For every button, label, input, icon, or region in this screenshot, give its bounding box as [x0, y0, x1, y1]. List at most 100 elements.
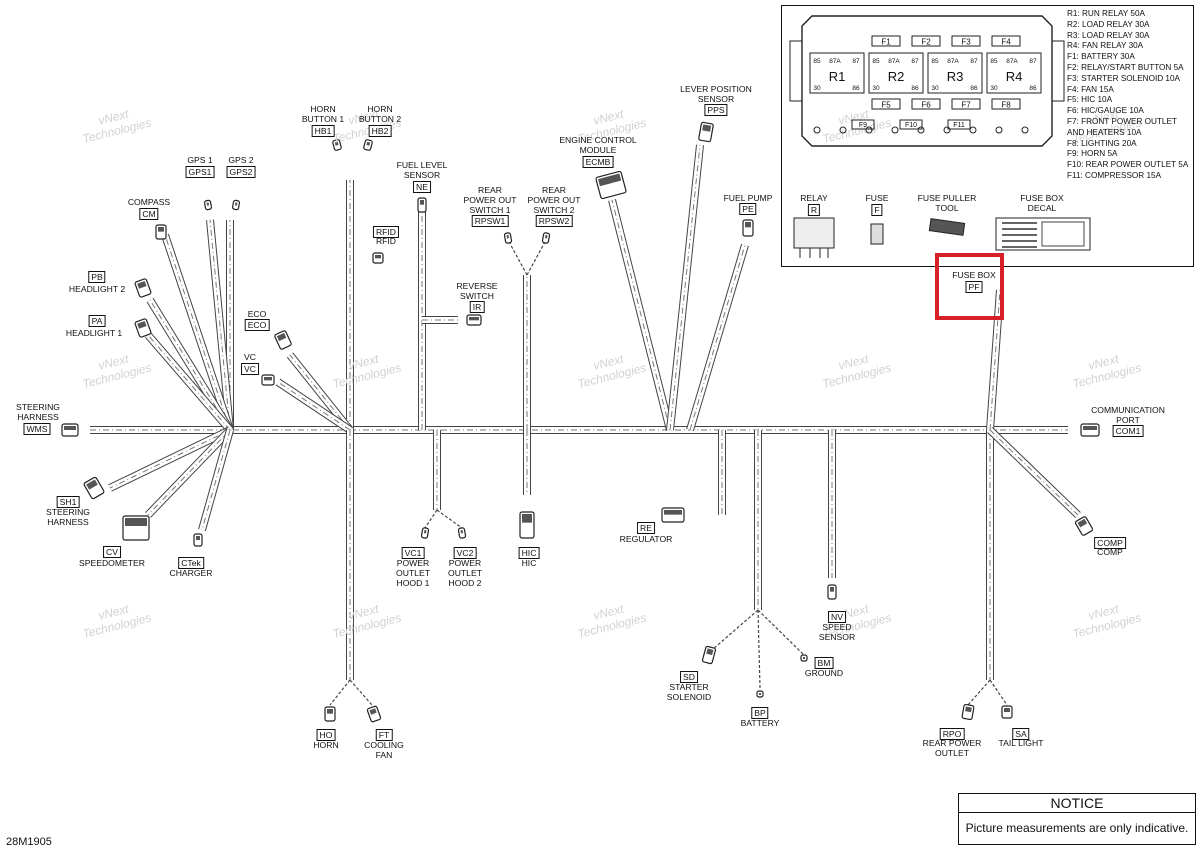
power-outlet-hood-2-code: VC2: [453, 547, 477, 559]
part-1-label: FUSE: [865, 193, 889, 203]
power-outlet-hood-2-label: POWER OUTLET HOOD 2: [448, 558, 482, 588]
fuse-slot-f9: F9: [859, 122, 867, 129]
fuse-box-decal-icon: [995, 217, 1091, 251]
regulator-connector: [661, 507, 685, 523]
fuel-pump-label: FUEL PUMP: [723, 193, 773, 203]
relay-pin-87a: 87A: [1006, 58, 1018, 65]
highlight-box-fuse-box: [935, 253, 1004, 320]
relay-r2: R2: [888, 69, 905, 84]
legend-entry: F2: RELAY/START BUTTON 5A: [1067, 63, 1184, 72]
tail-light-code: SA: [1012, 728, 1030, 740]
reverse-switch-label: REVERSE SWITCH: [456, 281, 498, 301]
harness-centerline: [201, 429, 231, 531]
starter-solenoid-connector: [701, 645, 717, 665]
fuel-level-sensor-connector: [417, 197, 427, 213]
fuel-level-sensor-code: NE: [413, 181, 431, 193]
horn-button-2-label: HORN BUTTON 2: [358, 104, 402, 124]
fuse-box-code: PF: [965, 281, 983, 293]
comp-connector: [1074, 516, 1094, 536]
cooling-fan-label: COOLING FAN: [364, 740, 404, 760]
charger-connector: [193, 533, 203, 547]
harness-centerline: [277, 381, 351, 431]
lever-position-sensor-connector: [698, 121, 714, 143]
gps-1-code: GPS1: [185, 166, 215, 178]
relay-pin-87: 87: [852, 58, 860, 65]
horn-button-1-connector: [332, 139, 342, 151]
regulator-code: RE: [637, 522, 655, 534]
speed-sensor-connector: [827, 584, 837, 600]
compass-label: COMPASS: [127, 197, 171, 207]
starter-solenoid-code: SD: [680, 671, 698, 683]
legend-entry: F4: FAN 15A: [1067, 84, 1114, 94]
comp-label: COMP: [1097, 547, 1123, 557]
fuse-slot-f5: F5: [881, 101, 891, 110]
legend-entry: R3: LOAD RELAY 30A: [1067, 30, 1150, 40]
power-outlet-hood-1-connector: [420, 527, 430, 539]
drawing-number: 28M1905: [6, 836, 52, 848]
relay-pin-87: 87: [970, 58, 978, 65]
harness-centerline: [109, 429, 231, 489]
fuel-pump-code: PE: [739, 203, 757, 215]
relay-r1: R1: [829, 69, 846, 84]
comp-code: COMP: [1094, 537, 1126, 549]
speedometer-connector: [122, 515, 150, 541]
gps-1-label: GPS 1: [187, 155, 213, 165]
fuse-slot-f11: F11: [953, 122, 965, 129]
gps-2-label: GPS 2: [228, 155, 254, 165]
rfid-connector: [372, 252, 384, 264]
harness-centerline: [164, 234, 231, 431]
headlight-2-code: PB: [88, 271, 106, 283]
relay-r4: R4: [1006, 69, 1023, 84]
reverse-switch-code: IR: [469, 301, 485, 313]
speedometer-label: SPEEDOMETER: [79, 558, 145, 568]
legend-entry: F3: STARTER SOLENOID 10A: [1067, 73, 1180, 83]
fuse-slot-f7: F7: [961, 101, 971, 110]
notice-title: NOTICE: [959, 794, 1195, 813]
rear-power-out-switch-1-connector: [503, 232, 513, 244]
part-0-code: R: [807, 204, 821, 216]
relay-pin-86: 86: [852, 85, 860, 92]
rear-power-out-switch-2-connector: [541, 232, 551, 244]
hic-label: HIC: [521, 558, 537, 568]
charger-label: CHARGER: [169, 568, 213, 578]
relay-pin-85: 85: [872, 58, 880, 65]
vc-code: VC: [241, 363, 259, 375]
part-3-label: FUSE BOX DECAL: [1020, 193, 1064, 213]
horn-button-2-connector: [363, 139, 373, 151]
legend-entry: R2: LOAD RELAY 30A: [1067, 19, 1150, 29]
relay-pin-30: 30: [931, 85, 939, 92]
fuse-slot-f8: F8: [1001, 101, 1011, 110]
engine-control-module-label: ENGINE CONTROL MODULE: [559, 135, 637, 155]
fuse-slot-f2: F2: [921, 38, 931, 47]
eco-label: ECO: [247, 309, 267, 319]
starter-solenoid-label: STARTER SOLENOID: [666, 682, 712, 702]
gps-2-connector: [231, 199, 241, 211]
fuse-slot-f6: F6: [921, 101, 931, 110]
rear-power-out-switch-1-code: RPSW1: [471, 215, 509, 227]
rear-power-outlet-label: REAR POWER OUTLET: [922, 738, 982, 758]
horn-connector: [324, 706, 336, 722]
horn-button-1-label: HORN BUTTON 1: [301, 104, 345, 124]
notice-box: NOTICE Picture measurements are only ind…: [958, 793, 1196, 845]
cooling-fan-connector: [366, 705, 382, 723]
relay-r3: R3: [947, 69, 964, 84]
power-outlet-hood-1-label: POWER OUTLET HOOD 1: [396, 558, 430, 588]
battery-terminal: [756, 690, 764, 698]
relay-pin-30: 30: [872, 85, 880, 92]
battery-label: BATTERY: [740, 718, 780, 728]
ground-terminal: [800, 654, 808, 662]
headlight-1-code: PA: [88, 315, 106, 327]
horn-button-2-code: HB2: [368, 125, 392, 137]
engine-control-module-code: ECMB: [582, 156, 614, 168]
harness-centerline: [989, 289, 1001, 431]
ground-code: BM: [814, 657, 834, 669]
legend-entry: F9: HORN 5A: [1067, 149, 1118, 159]
horn-button-1-code: HB1: [311, 125, 335, 137]
rear-power-outlet-code: RPO: [939, 728, 965, 740]
legend-entry: F8: LIGHTING 20A: [1067, 138, 1137, 148]
rear-power-out-switch-2-code: RPSW2: [535, 215, 573, 227]
